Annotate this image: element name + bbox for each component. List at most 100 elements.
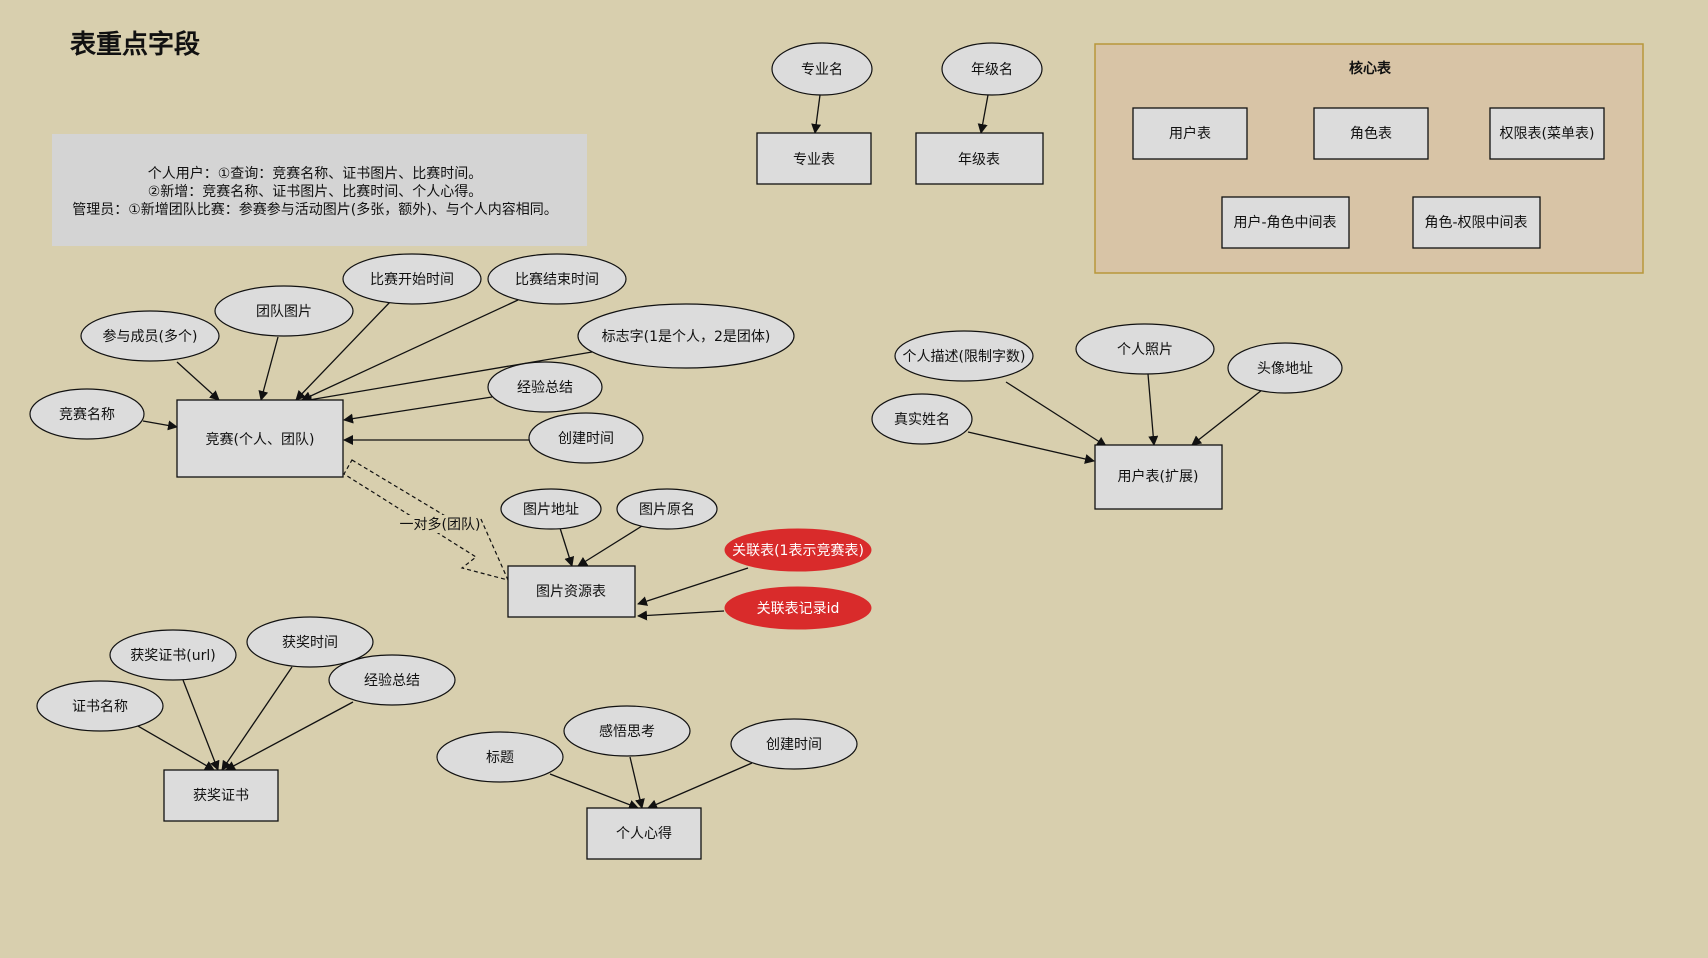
- core-group-title: 核心表: [1349, 60, 1392, 77]
- entity-label: 用户表: [1169, 125, 1211, 142]
- attr-label: 关联表记录id: [757, 601, 840, 617]
- attr-comp-name[interactable]: 竞赛名称: [29, 388, 145, 440]
- entity-image-resource[interactable]: 图片资源表: [507, 565, 636, 618]
- attr-end-time[interactable]: 比赛结束时间: [487, 253, 627, 305]
- note-box: 个人用户：①查询：竞赛名称、证书图片、比赛时间。 ②新增：竞赛名称、证书图片、比…: [52, 134, 587, 246]
- entity-label: 获奖证书: [193, 787, 249, 804]
- attr-img-url[interactable]: 图片地址: [500, 488, 602, 530]
- edge-avatar-url: [1191, 389, 1263, 446]
- entity-grade-table[interactable]: 年级表: [915, 132, 1044, 185]
- attr-team-image[interactable]: 团队图片: [214, 285, 354, 337]
- edge-cert-name: [137, 725, 215, 771]
- edge-flag: [302, 351, 593, 405]
- entity-label: 专业表: [793, 152, 835, 168]
- attr-grade-name[interactable]: 年级名: [941, 42, 1043, 96]
- attr-insight-title[interactable]: 标题: [436, 731, 564, 783]
- edge-desc: [1005, 381, 1107, 447]
- attr-cert-experience[interactable]: 经验总结: [328, 654, 456, 706]
- edge-photo: [1147, 373, 1159, 446]
- attr-insight-created[interactable]: 创建时间: [730, 718, 858, 770]
- entity-user-role-table[interactable]: 用户-角色中间表: [1221, 196, 1350, 249]
- attr-major-name[interactable]: 专业名: [771, 42, 873, 96]
- attr-label: 经验总结: [517, 380, 573, 396]
- attr-label: 图片原名: [639, 502, 695, 518]
- entity-label: 年级表: [958, 152, 1000, 168]
- edge-end-time: [301, 299, 519, 401]
- entity-label: 角色表: [1350, 125, 1392, 142]
- attr-label: 真实姓名: [894, 412, 950, 428]
- attr-label: 经验总结: [364, 673, 420, 689]
- attr-comp-created[interactable]: 创建时间: [528, 412, 644, 464]
- edge-cert-experience: [225, 701, 354, 771]
- attr-label: 创建时间: [558, 431, 614, 447]
- attr-label: 比赛开始时间: [370, 272, 454, 288]
- entity-role-table[interactable]: 角色表: [1313, 107, 1429, 160]
- edge-award-time: [221, 666, 293, 771]
- edge-major-name: [811, 94, 822, 134]
- attr-cert-url[interactable]: 获奖证书(url): [109, 629, 237, 681]
- edge-grade-name: [977, 94, 989, 134]
- entity-label: 用户表(扩展): [1118, 468, 1199, 485]
- entity-competition[interactable]: 竞赛(个人、团队): [176, 399, 344, 478]
- attr-label: 标志字(1是个人，2是团体): [602, 329, 771, 345]
- edge-cert-url: [182, 679, 220, 771]
- attr-rel-record-id[interactable]: 关联表记录id: [724, 586, 872, 630]
- attr-label: 年级名: [971, 62, 1013, 78]
- edge-img-origname: [577, 525, 643, 567]
- entity-permission-table[interactable]: 权限表(菜单表): [1489, 107, 1605, 160]
- page-title: 表重点字段: [70, 29, 200, 60]
- note-line-1: 个人用户：①查询：竞赛名称、证书图片、比赛时间。: [148, 165, 483, 182]
- attr-label: 个人描述(限制字数): [903, 349, 1026, 365]
- edge-team-image: [258, 336, 279, 401]
- edge-insight-created: [647, 762, 753, 810]
- note-line-3: 管理员：①新增团队比赛：参赛参与活动图片(多张，额外)、与个人内容相同。: [72, 201, 557, 218]
- entity-user-table[interactable]: 用户表: [1132, 107, 1248, 160]
- attr-label: 获奖证书(url): [130, 647, 215, 664]
- attr-real-name[interactable]: 真实姓名: [871, 393, 973, 445]
- attr-label: 竞赛名称: [59, 406, 115, 423]
- attr-label: 参与成员(多个): [103, 328, 198, 345]
- attr-label: 获奖时间: [282, 634, 338, 651]
- attr-cert-name[interactable]: 证书名称: [36, 680, 164, 732]
- entity-label: 个人心得: [616, 825, 672, 842]
- entity-label: 竞赛(个人、团队): [206, 431, 315, 448]
- attr-award-time[interactable]: 获奖时间: [246, 616, 374, 668]
- attr-desc[interactable]: 个人描述(限制字数): [894, 330, 1034, 382]
- edge-reflection: [629, 756, 645, 809]
- entity-role-permission-table[interactable]: 角色-权限中间表: [1412, 196, 1541, 249]
- attr-label: 专业名: [801, 62, 843, 78]
- edge-real-name: [967, 431, 1095, 464]
- attr-avatar-url[interactable]: 头像地址: [1227, 342, 1343, 394]
- entity-label: 角色-权限中间表: [1424, 214, 1527, 231]
- attr-experience[interactable]: 经验总结: [487, 361, 603, 413]
- entity-major-table[interactable]: 专业表: [756, 132, 872, 185]
- attr-rel-table[interactable]: 关联表(1表示竞赛表): [724, 528, 872, 572]
- attr-members[interactable]: 参与成员(多个): [80, 310, 220, 362]
- one-to-many-label: 一对多(团队): [400, 516, 481, 533]
- attr-label: 比赛结束时间: [515, 272, 599, 288]
- attr-img-origname[interactable]: 图片原名: [616, 488, 718, 530]
- attr-label: 关联表(1表示竞赛表): [732, 542, 864, 559]
- attr-reflection[interactable]: 感悟思考: [563, 705, 691, 757]
- attr-label: 证书名称: [72, 699, 128, 715]
- attr-label: 感悟思考: [599, 723, 655, 740]
- entity-label: 图片资源表: [536, 584, 606, 600]
- edge-comp-name: [142, 420, 178, 431]
- note-line-2: ②新增：竞赛名称、证书图片、比赛时间、个人心得。: [148, 183, 483, 200]
- edge-members: [176, 361, 220, 401]
- entity-personal-insight[interactable]: 个人心得: [586, 807, 702, 860]
- attr-label: 标题: [486, 750, 514, 766]
- edges: [137, 94, 1263, 810]
- edge-experience: [343, 396, 493, 424]
- edge-start-time: [295, 301, 391, 401]
- attr-label: 团队图片: [256, 304, 312, 320]
- one-to-many-arrow: 一对多(团队): [343, 459, 510, 581]
- entity-label: 用户-角色中间表: [1233, 214, 1336, 231]
- attr-start-time[interactable]: 比赛开始时间: [342, 253, 482, 305]
- edge-img-url: [559, 527, 575, 567]
- attr-photo[interactable]: 个人照片: [1075, 323, 1215, 375]
- entity-award-certificate[interactable]: 获奖证书: [163, 769, 279, 822]
- entity-user-extension[interactable]: 用户表(扩展): [1094, 444, 1223, 510]
- attr-flag[interactable]: 标志字(1是个人，2是团体): [577, 303, 795, 369]
- attr-label: 个人照片: [1117, 342, 1173, 358]
